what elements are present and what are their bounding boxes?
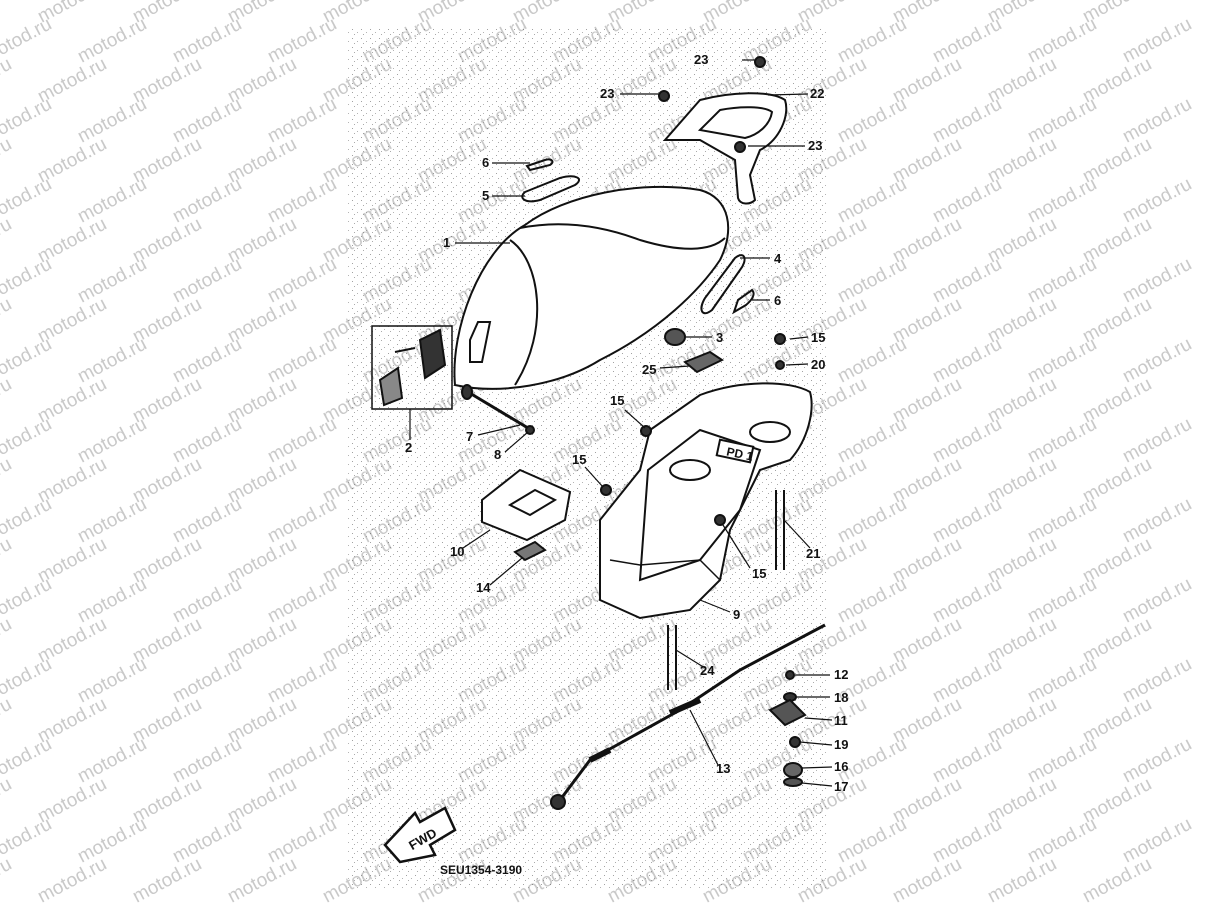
label-part-7: 7 (466, 429, 473, 444)
luggage-box-inner (638, 428, 762, 582)
emblem-5 (521, 175, 580, 203)
label-part-6a: 6 (482, 155, 489, 170)
seat-edge (519, 223, 726, 250)
label-part-11: 11 (834, 713, 848, 728)
part-12 (785, 670, 795, 680)
label-part-16: 16 (834, 759, 848, 774)
label-part-20: 20 (811, 357, 825, 372)
label-part-9: 9 (733, 607, 740, 622)
label-part-23b: 23 (600, 86, 614, 101)
label-part-18: 18 (834, 690, 848, 705)
grab-rail (662, 92, 788, 205)
emblem-6b (732, 288, 755, 315)
part-3-rubber (664, 328, 686, 346)
label-part-15a: 15 (811, 330, 825, 345)
label-part-4: 4 (774, 251, 782, 266)
label-part-23a: 23 (694, 52, 708, 67)
part-14-pad (513, 540, 547, 562)
bolt-23a (754, 56, 766, 68)
part-11 (768, 698, 807, 727)
label-part-19: 19 (834, 737, 848, 752)
seat-front (509, 239, 539, 386)
bolt-23b (658, 90, 670, 102)
label-part-15b: 15 (610, 393, 624, 408)
label-part-8: 8 (494, 447, 501, 462)
cable-end (550, 794, 566, 810)
hose-21 (775, 490, 785, 570)
lock-detail-box (371, 325, 453, 410)
pd-label: PD 1 (725, 444, 754, 463)
label-part-15d: 15 (752, 566, 766, 581)
label-part-23c: 23 (808, 138, 822, 153)
tray (481, 468, 572, 542)
label-part-12: 12 (834, 667, 848, 682)
label-part-6b: 6 (774, 293, 781, 308)
bolt-23c (734, 141, 746, 153)
hose-24 (667, 625, 677, 690)
label-part-1: 1 (443, 235, 450, 250)
label-part-15c: 15 (572, 452, 586, 467)
bolt-15d (714, 514, 726, 526)
label-part-10: 10 (450, 544, 464, 559)
part-25-pad (683, 350, 725, 374)
label-part-17: 17 (834, 779, 848, 794)
label-part-3: 3 (716, 330, 723, 345)
seat-window (469, 321, 492, 363)
label-part-21: 21 (806, 546, 820, 561)
emblem-6a (525, 158, 554, 172)
washer-20 (775, 360, 785, 370)
label-part-24: 24 (700, 663, 715, 678)
emblem-4 (700, 254, 746, 315)
seat (453, 185, 730, 390)
diagram-code: SEU1354-3190 (440, 863, 522, 877)
label-part-13: 13 (716, 761, 730, 776)
bolt-15a (774, 333, 786, 345)
label-part-2: 2 (405, 440, 412, 455)
bolt-15b (640, 425, 652, 437)
part-16 (783, 762, 803, 778)
bolt-15c (600, 484, 612, 496)
grab-rail-opening (697, 106, 774, 140)
hinge-bolt (467, 390, 529, 430)
leader-lines (409, 59, 833, 787)
lock-part-b (378, 366, 404, 407)
luggage-box (599, 382, 813, 620)
pd-plate (715, 438, 755, 464)
lock-part-a (418, 328, 447, 380)
label-part-22: 22 (810, 86, 824, 101)
part-17 (783, 777, 803, 787)
part-19 (789, 736, 801, 748)
label-part-5: 5 (482, 188, 489, 203)
label-part-25: 25 (642, 362, 656, 377)
label-part-14: 14 (476, 580, 491, 595)
